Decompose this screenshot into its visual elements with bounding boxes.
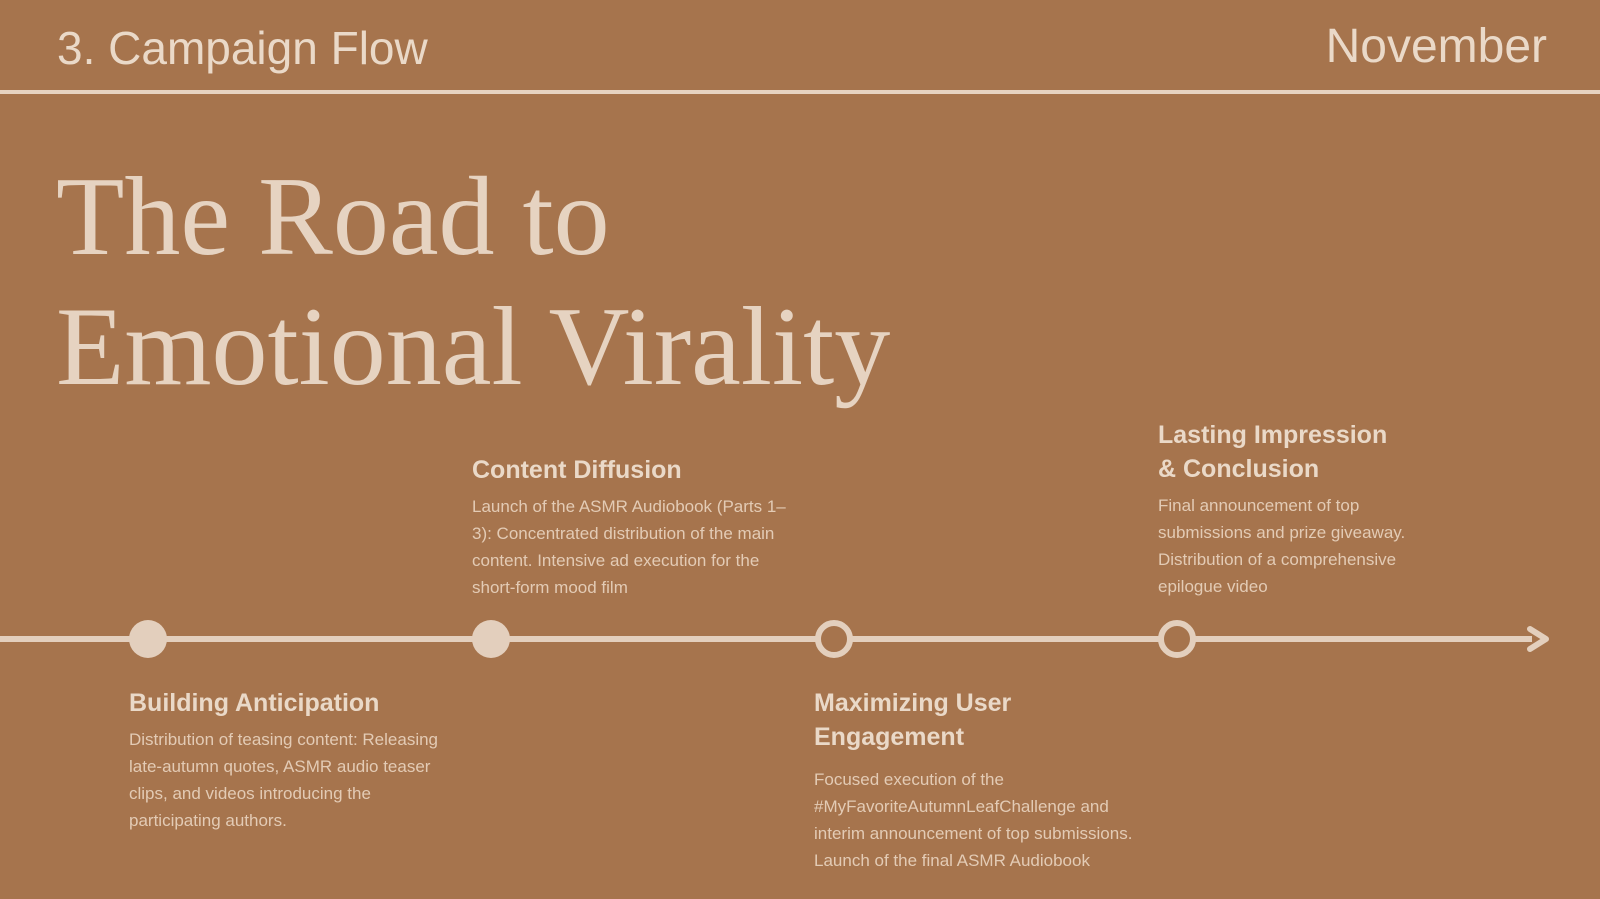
- page-title-line-1: The Road to: [56, 155, 610, 279]
- milestone-title-line-1: Maximizing User: [814, 689, 1012, 717]
- milestone-description: Distribution of teasing content: Releasi…: [129, 730, 439, 830]
- page-title: The Road to Emotional Virality: [56, 152, 890, 412]
- milestone-content-diffusion: Content Diffusion Launch of the ASMR Aud…: [472, 453, 792, 601]
- page-title-line-2: Emotional Virality: [56, 285, 891, 409]
- milestone-building-anticipation: Building Anticipation Distribution of te…: [129, 686, 449, 834]
- milestone-maximizing-user-engagement: Maximizing User Engagement Focused execu…: [814, 686, 1164, 874]
- milestone-title: Building Anticipation: [129, 689, 380, 717]
- milestone-title: Lasting Impression & Conclusion: [1158, 418, 1438, 486]
- milestone-title: Maximizing User Engagement: [814, 686, 1164, 754]
- timeline-node-1: [129, 620, 167, 658]
- milestone-title-line-2: & Conclusion: [1158, 455, 1320, 483]
- milestone-title-line-2: Engagement: [814, 723, 965, 751]
- timeline-node-2: [472, 620, 510, 658]
- milestone-lasting-impression: Lasting Impression & Conclusion Final an…: [1158, 418, 1438, 600]
- header-divider: [0, 90, 1600, 94]
- timeline-line: [0, 636, 1532, 642]
- timeline-node-3: [815, 620, 853, 658]
- milestone-description: Focused execution of the #MyFavoriteAutu…: [814, 770, 1133, 870]
- section-label: 3. Campaign Flow: [57, 22, 428, 74]
- milestone-title-line-1: Lasting Impression: [1158, 421, 1388, 449]
- milestone-description: Launch of the ASMR Audiobook (Parts 1–3)…: [472, 497, 786, 597]
- milestone-title: Content Diffusion: [472, 456, 682, 484]
- timeline-node-4: [1158, 620, 1196, 658]
- arrow-right-icon: [1527, 626, 1549, 652]
- milestone-description: Final announcement of top submissions an…: [1158, 496, 1406, 596]
- month-label: November: [1325, 20, 1547, 73]
